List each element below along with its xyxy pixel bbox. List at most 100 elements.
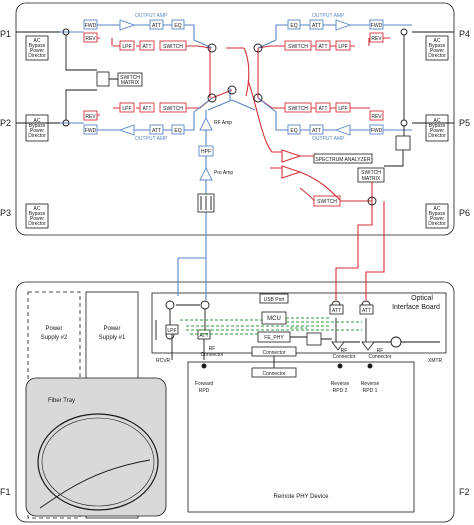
- port-stubs: [16, 31, 454, 124]
- svg-text:REV: REV: [85, 36, 96, 42]
- svg-text:Reverse: Reverse: [331, 381, 350, 387]
- svg-text:REV: REV: [371, 36, 382, 42]
- svg-text:Director: Director: [28, 53, 46, 59]
- svg-text:OUTPUT AMP: OUTPUT AMP: [312, 136, 345, 142]
- svg-text:RF Amp: RF Amp: [214, 120, 232, 126]
- fiber-forward: [177, 250, 207, 300]
- svg-text:ATT: ATT: [318, 106, 327, 112]
- svg-text:SWITCH: SWITCH: [163, 44, 183, 50]
- upper-housing: [15, 2, 455, 236]
- svg-text:EQ: EQ: [174, 23, 181, 29]
- svg-text:Fiber Tray: Fiber Tray: [48, 398, 75, 404]
- svg-text:Interface Board: Interface Board: [392, 304, 440, 311]
- board-components: LPF ATT ATT ATT: [155, 300, 440, 360]
- svg-text:Power: Power: [30, 128, 45, 134]
- svg-text:MATRIX: MATRIX: [121, 80, 140, 86]
- svg-text:Director: Director: [428, 53, 446, 59]
- xmtr-label: XMTR: [428, 358, 443, 364]
- svg-text:AC: AC: [434, 206, 441, 212]
- svg-text:Connector: Connector: [200, 352, 223, 358]
- switch-red-lower: SWITCH: [313, 195, 341, 207]
- ac-bypass-p6: AC Bypass Power Director: [425, 203, 449, 229]
- svg-text:LPF: LPF: [338, 44, 347, 50]
- svg-text:RPD: RPD: [199, 388, 210, 394]
- svg-text:Supply #2: Supply #2: [41, 335, 68, 341]
- svg-text:ATT: ATT: [142, 44, 151, 50]
- svg-text:RF: RF: [341, 348, 348, 354]
- svg-text:AC: AC: [34, 38, 41, 44]
- svg-text:ATT: ATT: [362, 308, 371, 314]
- svg-text:SWITCH: SWITCH: [288, 106, 308, 112]
- port-p2-label: P2: [0, 118, 11, 128]
- svg-text:Bypass: Bypass: [29, 123, 46, 129]
- ac-bypass-p1: AC Bypass Power Director: [25, 35, 49, 61]
- svg-text:ATT: ATT: [152, 128, 161, 134]
- remote-phy-device: Connector Forward RPD Reverse RPD 2 Reve…: [187, 356, 415, 513]
- svg-text:Reverse: Reverse: [361, 381, 380, 387]
- svg-text:REV: REV: [85, 114, 96, 120]
- svg-text:Director: Director: [28, 221, 46, 227]
- svg-text:AC: AC: [434, 118, 441, 124]
- svg-text:ATT: ATT: [312, 23, 321, 29]
- svg-text:Bypass: Bypass: [429, 43, 446, 49]
- svg-text:ATT: ATT: [312, 128, 321, 134]
- port-p4-label: P4: [459, 29, 470, 39]
- svg-text:SWITCH: SWITCH: [163, 106, 183, 112]
- svg-text:AC: AC: [434, 38, 441, 44]
- svg-text:Director: Director: [428, 133, 446, 139]
- svg-text:Supply #1: Supply #1: [99, 335, 126, 341]
- svg-text:USB Port: USB Port: [264, 297, 285, 303]
- svg-text:ATT: ATT: [142, 106, 151, 112]
- svg-text:SWITCH: SWITCH: [288, 44, 308, 50]
- svg-text:Director: Director: [428, 221, 446, 227]
- svg-text:LPF: LPF: [122, 44, 131, 50]
- optical-interface-board: Optical Interface Board: [151, 292, 447, 354]
- svg-text:Power: Power: [45, 326, 62, 332]
- svg-text:LPF: LPF: [122, 106, 131, 112]
- svg-text:Bypass: Bypass: [429, 211, 446, 217]
- svg-text:Power: Power: [430, 48, 445, 54]
- svg-text:Power: Power: [430, 216, 445, 222]
- ac-bypass-p4: AC Bypass Power Director: [425, 35, 449, 61]
- svg-text:FWD: FWD: [371, 128, 383, 134]
- svg-text:Bypass: Bypass: [29, 43, 46, 49]
- ac-bypass-p3: AC Bypass Power Director: [25, 203, 49, 229]
- usb-port: [259, 293, 289, 304]
- svg-text:OUTPUT AMP: OUTPUT AMP: [135, 13, 168, 19]
- svg-text:Power: Power: [103, 326, 120, 332]
- port-p1-label: P1: [0, 29, 11, 39]
- port-f2-label: F2: [459, 487, 470, 497]
- svg-text:RPD 2: RPD 2: [333, 388, 348, 394]
- left-chain-p1: OUTPUT AMP FWD REV ATT EQ LPF ATT SWITCH: [60, 13, 211, 51]
- switch-matrix-right: SWITCH MATRIX: [357, 35, 411, 183]
- svg-text:FWD: FWD: [85, 23, 97, 29]
- right-chain-p4: OUTPUT AMP EQ ATT FWD SWITCH ATT LPF REV: [257, 13, 412, 51]
- svg-text:RPD 1: RPD 1: [363, 388, 378, 394]
- port-p5-label: P5: [459, 118, 470, 128]
- svg-text:Connector: Connector: [368, 354, 391, 360]
- fiber-reverse: [335, 250, 385, 300]
- left-chain-p2: OUTPUT AMP REV FWD LPF ATT SWITCH ATT EQ: [60, 97, 213, 142]
- switch-matrix-left: SWITCH MATRIX: [65, 35, 143, 120]
- svg-text:SPECTRUM ANALYZER: SPECTRUM ANALYZER: [315, 157, 371, 163]
- svg-text:Power: Power: [30, 48, 45, 54]
- svg-text:FWD: FWD: [371, 23, 383, 29]
- svg-text:Bypass: Bypass: [429, 123, 446, 129]
- svg-text:Remote PHY Device: Remote PHY Device: [274, 494, 330, 500]
- center-forward-chain: RF Amp HPF Pre Amp: [197, 116, 233, 213]
- svg-text:ATT: ATT: [199, 333, 208, 339]
- svg-text:OUTPUT AMP: OUTPUT AMP: [312, 13, 345, 19]
- svg-text:MCU: MCU: [267, 316, 281, 322]
- svg-text:AC: AC: [34, 206, 41, 212]
- fiber-tray: Fiber Tray: [25, 377, 167, 517]
- port-p3-label: P3: [0, 208, 11, 218]
- svg-text:ATT: ATT: [332, 308, 341, 314]
- reverse-routing: [209, 47, 385, 250]
- port-f1-label: F1: [0, 487, 11, 497]
- svg-text:EQ: EQ: [174, 128, 181, 134]
- svg-text:Optical: Optical: [411, 295, 433, 302]
- svg-text:Pre Amp: Pre Amp: [214, 170, 233, 176]
- svg-text:RF: RF: [209, 346, 216, 352]
- svg-text:Bypass: Bypass: [29, 211, 46, 217]
- svg-text:SWITCH: SWITCH: [317, 199, 337, 205]
